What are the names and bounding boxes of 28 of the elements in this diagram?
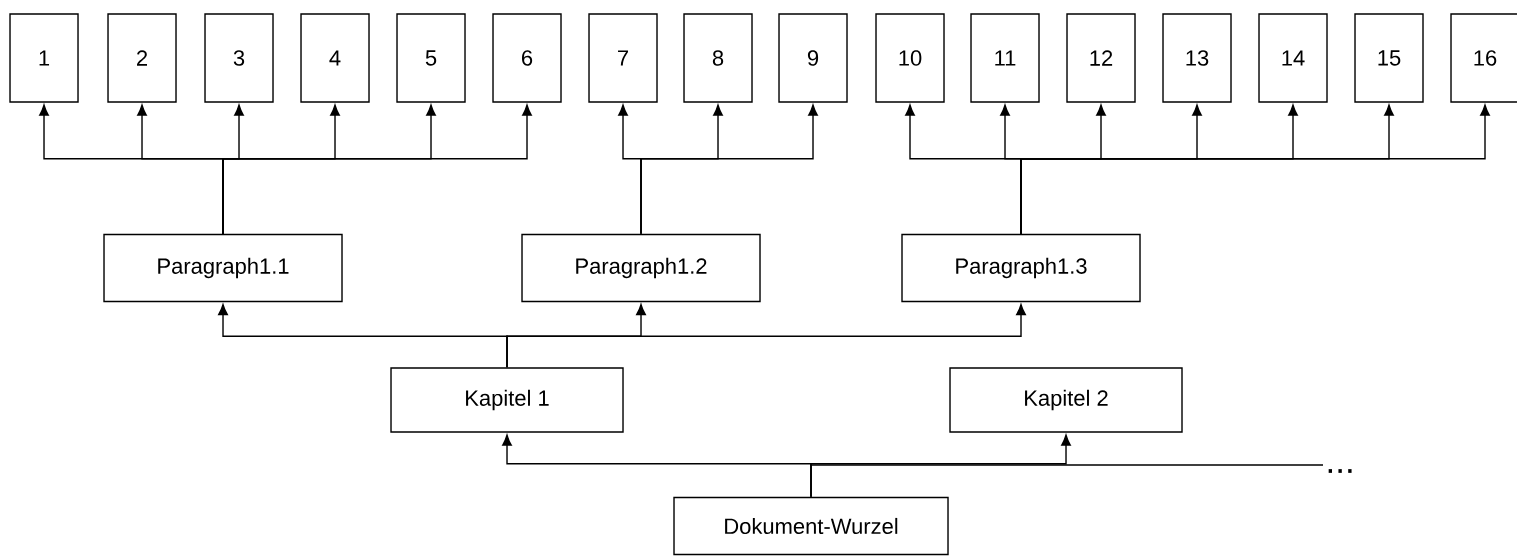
box: 2 [107,13,177,103]
box: 6 [492,13,562,103]
box: 9 [778,13,848,103]
box: Dokument-Wurzel [673,496,949,556]
box: Paragraph1.1 [103,233,343,303]
box: 3 [204,13,274,103]
box: Kapitel 1 [390,367,624,433]
box: 8 [683,13,753,103]
connector-line [810,464,1324,498]
box: 1 [9,13,79,103]
box: Paragraph1.2 [521,233,761,303]
box: 12 [1066,13,1136,103]
box: 5 [396,13,466,103]
box: 15 [1354,13,1424,103]
box: 4 [300,13,370,103]
arrow [506,304,1026,368]
box: Paragraph1.3 [901,233,1141,303]
ellipsis: ... [1328,469,1352,473]
box: 11 [970,13,1040,103]
box: 13 [1162,13,1232,103]
box: 14 [1258,13,1328,103]
box: 10 [875,13,945,103]
box: 7 [588,13,658,103]
arrow [222,104,532,235]
arrow [640,104,818,235]
arrow [1020,104,1490,235]
box: 16 [1450,13,1517,103]
box: Kapitel 2 [949,367,1183,433]
